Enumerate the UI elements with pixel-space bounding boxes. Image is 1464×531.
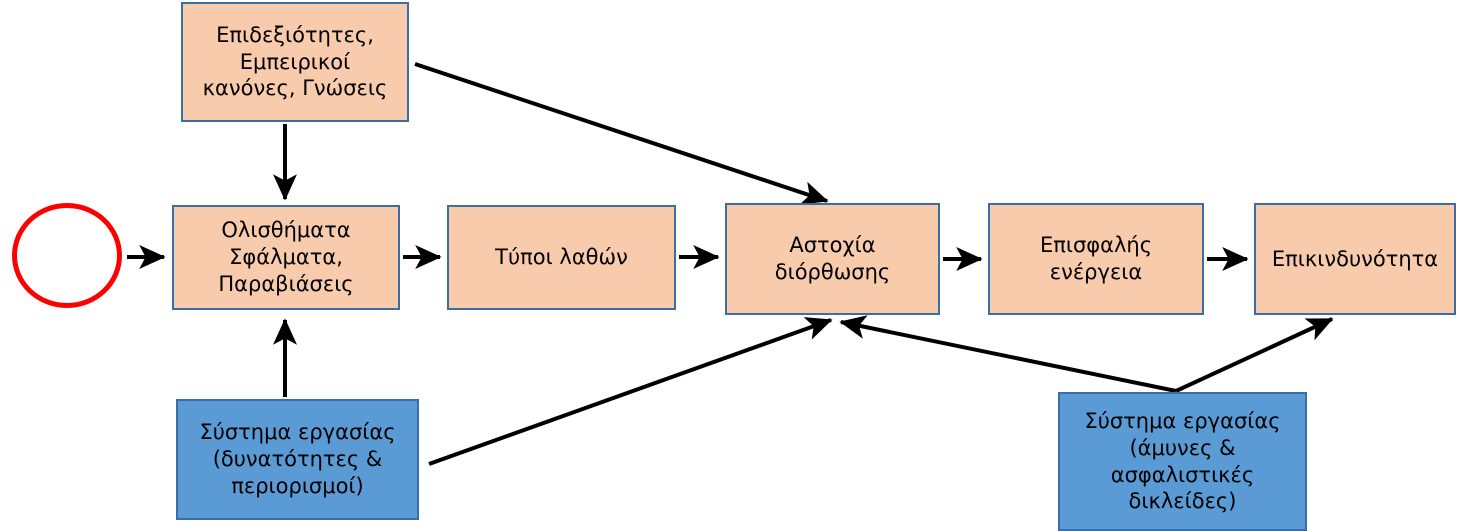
node-hazard[interactable]: Επικινδυνότητα (1254, 203, 1456, 315)
edge-defences-to-hazard (1175, 317, 1334, 393)
node-knowledge[interactable]: Επιδεξιότητες, Εμπειρικοί κανόνες, Γνώσε… (181, 2, 409, 122)
node-unsafe-act[interactable]: Επισφαλής ενέργεια (988, 203, 1204, 315)
edge-defences-to-correction (839, 315, 1177, 393)
node-error-types[interactable]: Τύποι λαθών (447, 205, 676, 310)
node-work-system-defences[interactable]: Σύστημα εργασίας (άμυνες & ασφαλιστικές … (1058, 392, 1307, 531)
edge-capabilities-to-correction (428, 317, 833, 466)
node-correction-failure[interactable]: Αστοχία διόρθωσης (725, 203, 940, 315)
start-node-start[interactable] (12, 203, 122, 308)
node-errors[interactable]: Ολισθήματα Σφάλματα, Παραβιάσεις (172, 205, 400, 310)
node-work-system-capabilities[interactable]: Σύστημα εργασίας (δυνατότητες & περιορισ… (176, 399, 419, 520)
edge-knowledge-to-correction (414, 62, 829, 205)
